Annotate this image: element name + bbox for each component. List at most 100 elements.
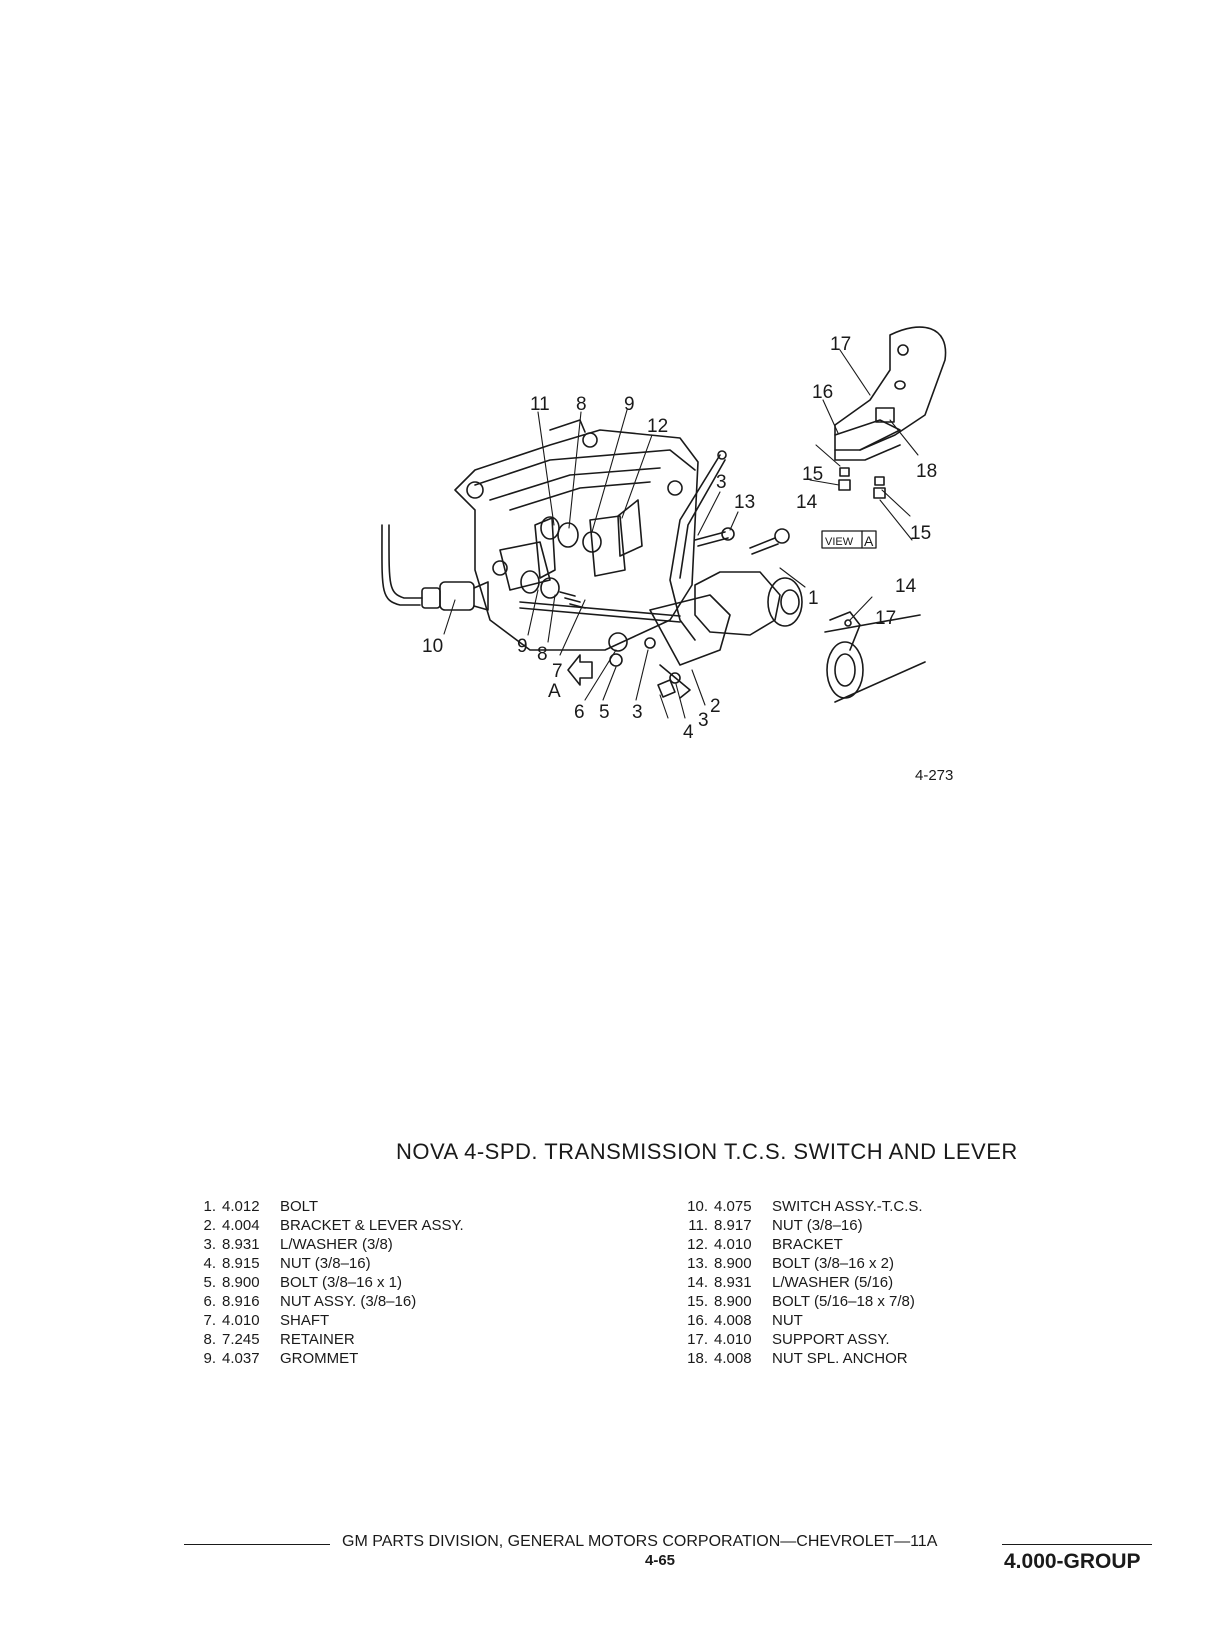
part-description: GROMMET [280,1350,359,1367]
part-code: 8.915 [222,1255,260,1272]
leader-lines [443,349,919,719]
part-code: 8.931 [714,1274,752,1291]
page-title: NOVA 4-SPD. TRANSMISSION T.C.S. SWITCH A… [396,1139,1018,1164]
part-code: 7.245 [222,1331,260,1348]
arrow-a-label: A [548,681,561,702]
footer-rule-left [184,1544,330,1545]
part-row: 2. 4.004 BRACKET & LEVER ASSY. [186,1216,464,1235]
part-code: 4.075 [714,1198,752,1215]
callout-6: 6 [574,702,585,723]
callout-10: 10 [422,636,443,657]
part-description: BOLT (3/8–16 x 1) [280,1274,403,1291]
callout-11: 11 [530,394,550,415]
callout-8-top: 8 [576,394,587,415]
callout-labels: 11 8 9 12 3 13 1 10 9 8 7 6 5 3 4 3 2 17… [422,334,953,784]
bolts-and-nuts [608,527,790,698]
part-number: 5. [203,1274,216,1291]
part-description: L/WASHER (3/8) [280,1236,393,1253]
bracket-11 [534,517,556,579]
part-code: 8.900 [714,1255,752,1272]
part-description: NUT (3/8–16) [280,1255,371,1272]
callout-14-right: 14 [895,576,917,597]
callout-17-bottom: 17 [875,608,896,629]
part-code: 4.008 [714,1312,752,1329]
tcs-switch-cable [381,524,508,611]
part-code: 8.931 [222,1236,260,1253]
part-number: 6. [203,1293,216,1310]
view-a-arrow [567,654,593,686]
part-number: 2. [203,1217,216,1234]
callout-16: 16 [812,382,833,403]
part-description: SWITCH ASSY.-T.C.S. [772,1198,923,1215]
exploded-parts-diagram: 11 8 9 12 3 13 1 10 9 8 7 6 5 3 4 3 2 17… [381,326,953,784]
bracket-12 [617,499,643,557]
callout-15-left: 15 [802,464,823,485]
part-number: 17. [687,1331,708,1348]
part-row: 3. 8.931 L/WASHER (3/8) [186,1235,464,1254]
callout-9-top: 9 [624,394,635,415]
part-description: NUT ASSY. (3/8–16) [280,1293,417,1310]
callout-9-bottom: 9 [517,636,528,657]
callout-7: 7 [552,661,563,682]
part-number: 7. [203,1312,216,1329]
part-number: 15. [687,1293,708,1310]
part-number: 16. [687,1312,708,1329]
callout-15-right: 15 [910,523,931,544]
part-code: 4.010 [714,1331,752,1348]
footer-rule-right [1002,1544,1152,1545]
grommets [520,516,602,599]
part-code: 4.010 [714,1236,752,1253]
callout-17-top: 17 [830,334,851,355]
support-assembly-installed [824,611,926,703]
part-code: 4.008 [714,1350,752,1367]
part-description: BOLT [280,1198,319,1215]
callout-13: 13 [734,492,755,513]
part-description: BOLT (3/8–16 x 2) [772,1255,895,1272]
part-row: 13. 8.900 BOLT (3/8–16 x 2) [678,1254,923,1273]
callout-3-bottom: 3 [632,702,643,723]
part-row: 18. 4.008 NUT SPL. ANCHOR [678,1349,923,1368]
part-code: 4.010 [222,1312,260,1329]
part-code: 8.900 [714,1293,752,1310]
view-a-box [821,530,877,549]
part-code: 4.004 [222,1217,260,1234]
part-description: SUPPORT ASSY. [772,1331,890,1348]
footer-text: GM PARTS DIVISION, GENERAL MOTORS CORPOR… [342,1533,938,1550]
part-description: BRACKET [772,1236,843,1253]
part-number: 9. [203,1350,216,1367]
group-label: 4.000-GROUP [1004,1550,1141,1573]
part-row: 16. 4.008 NUT [678,1311,923,1330]
part-number: 14. [687,1274,708,1291]
part-code: 4.037 [222,1350,260,1367]
shaft [519,591,681,623]
part-description: SHAFT [280,1312,330,1329]
callout-3-right: 3 [698,710,709,731]
part-number: 1. [203,1198,216,1215]
part-code: 4.012 [222,1198,260,1215]
part-row: 9. 4.037 GROMMET [186,1349,464,1368]
part-number: 12. [687,1236,708,1253]
part-code: 8.917 [714,1217,752,1234]
part-number: 3. [203,1236,216,1253]
callout-14-left: 14 [796,492,818,513]
part-number: 13. [687,1255,708,1272]
part-number: 18. [687,1350,708,1367]
part-description: NUT [772,1312,803,1329]
bracket-and-lever [649,450,731,699]
view-label: VIEW [825,536,854,548]
page-number: 4-65 [645,1552,676,1569]
figure-id: 4-273 [915,767,953,784]
part-description: NUT SPL. ANCHOR [772,1350,908,1367]
part-description: BRACKET & LEVER ASSY. [280,1217,464,1234]
callout-12: 12 [647,416,668,437]
view-letter: A [864,533,874,549]
